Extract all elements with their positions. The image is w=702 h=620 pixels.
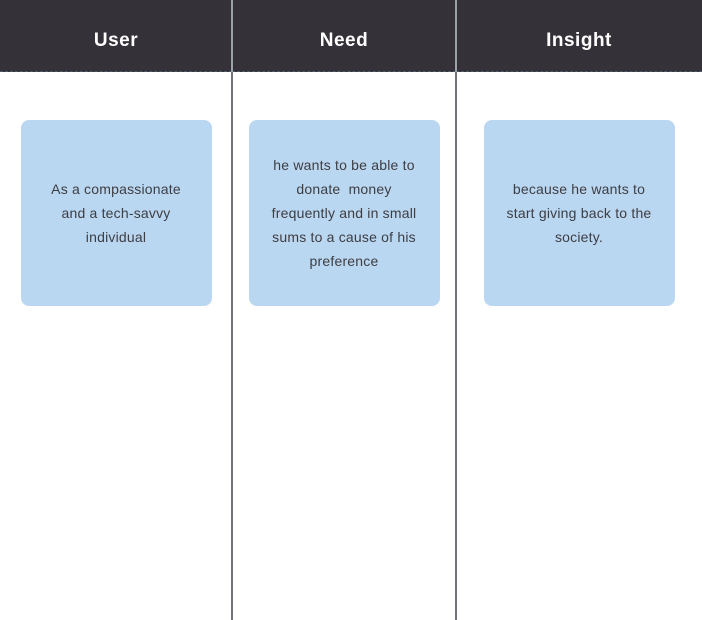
column-need: Need he wants to be able to donate money…	[232, 0, 456, 620]
column-header-user-label: User	[93, 30, 139, 51]
column-insight: Insight because he wants to start giving…	[456, 0, 702, 620]
sticky-note-user-text: As a compassionate and a tech-savvy indi…	[51, 181, 181, 245]
column-divider-2	[455, 0, 457, 620]
sticky-note-need[interactable]: he wants to be able to donate money freq…	[248, 120, 440, 306]
column-body-user: As a compassionate and a tech-savvy indi…	[0, 72, 232, 620]
column-body-need: he wants to be able to donate money freq…	[232, 72, 456, 620]
sticky-note-need-text: he wants to be able to donate money freq…	[271, 157, 417, 269]
column-header-user[interactable]: User	[0, 0, 232, 72]
column-user: User As a compassionate and a tech-savvy…	[0, 0, 232, 620]
sticky-note-insight-text: because he wants to start giving back to…	[506, 181, 652, 245]
column-header-need[interactable]: Need	[232, 0, 456, 72]
column-header-insight-label: Insight	[546, 30, 612, 51]
sticky-note-user[interactable]: As a compassionate and a tech-savvy indi…	[20, 120, 212, 306]
column-header-need-label: Need	[319, 30, 369, 51]
sticky-note-insight[interactable]: because he wants to start giving back to…	[483, 120, 675, 306]
column-divider-1	[231, 0, 233, 620]
column-body-insight: because he wants to start giving back to…	[456, 72, 702, 620]
column-header-insight[interactable]: Insight	[456, 0, 702, 72]
